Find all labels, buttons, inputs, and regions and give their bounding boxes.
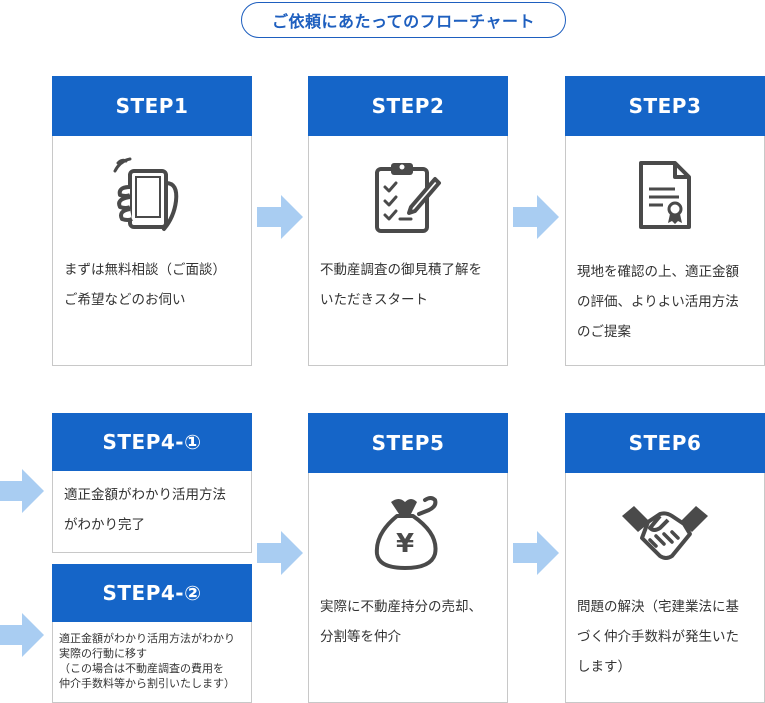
step4-2-header: STEP4-② xyxy=(52,564,252,622)
arrow-right-icon xyxy=(513,195,559,239)
step1-card: STEP1 まずは無料相談（ご面談） ご希望などのお伺い xyxy=(52,76,252,366)
clipboard-checklist-icon xyxy=(309,161,507,235)
step4-2-text: 適正金額がわかり活用方法がわかり 実際の行動に移す （この場合は不動産調査の費用… xyxy=(59,632,235,690)
step5-text: 実際に不動産持分の売却、 分割等を仲介 xyxy=(320,599,482,645)
step5-card: STEP5 ¥ 実際に不動産持分の売却、 分割等を仲介 xyxy=(308,413,508,703)
step2-header: STEP2 xyxy=(308,76,508,136)
step3-header: STEP3 xyxy=(565,76,765,136)
step4-2-card: STEP4-② 適正金額がわかり活用方法がわかり 実際の行動に移す （この場合は… xyxy=(52,564,252,703)
step6-card: STEP6 問題の解決（宅建業法に基 づく仲介手数料が発生いた します） xyxy=(565,413,765,703)
step6-text: 問題の解決（宅建業法に基 づく仲介手数料が発生いた します） xyxy=(577,599,739,675)
step3-text: 現地を確認の上、適正金額 の評価、よりよい活用方法 のご提案 xyxy=(577,264,739,340)
step4-1-text: 適正金額がわかり活用方法 がわかり完了 xyxy=(64,487,226,533)
step1-text: まずは無料相談（ご面談） ご希望などのお伺い xyxy=(64,262,226,308)
step3-card: STEP3 現地を確認の上、適正金額 の評価、よりよい活用方法 のご提案 xyxy=(565,76,765,366)
certificate-document-icon xyxy=(566,159,764,231)
step1-header: STEP1 xyxy=(52,76,252,136)
yen-money-bag-icon: ¥ xyxy=(309,494,507,572)
arrow-right-icon xyxy=(257,531,303,575)
arrow-right-icon xyxy=(0,613,44,657)
step4-1-card: STEP4-① 適正金額がわかり活用方法 がわかり完了 xyxy=(52,413,252,553)
arrow-right-icon xyxy=(257,195,303,239)
flowchart-title: ご依頼にあたってのフローチャート xyxy=(241,2,566,38)
step2-card: STEP2 不動産調査の御見積了解を いただきスタート xyxy=(308,76,508,366)
step6-header: STEP6 xyxy=(565,413,765,473)
step4-1-header: STEP4-① xyxy=(52,413,252,471)
arrow-right-icon xyxy=(513,531,559,575)
step5-header: STEP5 xyxy=(308,413,508,473)
smartphone-icon xyxy=(53,157,251,237)
svg-text:¥: ¥ xyxy=(396,529,414,559)
handshake-icon xyxy=(566,502,764,564)
step2-text: 不動産調査の御見積了解を いただきスタート xyxy=(320,262,482,308)
arrow-right-icon xyxy=(0,469,44,513)
